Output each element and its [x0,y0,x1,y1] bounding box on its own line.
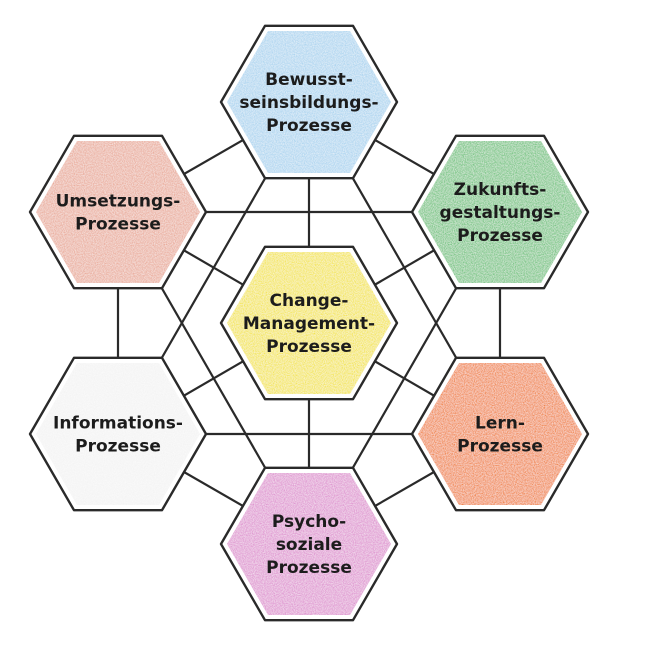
hexagon-change-fill [227,252,391,394]
hexagon-info-label-line: Informations- [53,414,183,434]
hexagon-psycho-outline [219,466,399,622]
hexagon-umsetz: Umsetzungs- Prozesse [28,134,208,290]
hexagon-bewusst-label-line: Prozesse [266,116,352,136]
hexagon-zukunft-label-line: gestaltungs- [440,203,561,223]
hexagon-psycho-fill [227,473,391,615]
hexagon-change-label-line: Management- [243,314,375,334]
hexagon-zukunft-label-line: Zukunfts- [454,180,547,200]
hexagon-change: Change- Management- Prozesse [219,245,399,401]
hexagon-lern-fill [418,363,582,505]
hexagon-umsetz-label-line: Umsetzungs- [56,192,181,212]
hexagon-zukunft-fill [418,141,582,283]
hexagon-info-fill [36,363,200,505]
hexagon-psycho-label-line: soziale [276,535,342,555]
hexagon-zukunft-outline [410,134,590,290]
hexagon-info-label-line: Prozesse [75,437,161,457]
hexagon-change-label-line: Prozesse [266,337,352,357]
hexagon-nodes: Change-Management-ProzesseBewusst-seinsb… [28,24,590,622]
hexagon-zukunft: Zukunfts-gestaltungs- Prozesse [410,134,590,290]
hexagon-bewusst-label-line: Bewusst- [265,70,353,90]
hexagon-zukunft-label-line: Prozesse [457,226,543,246]
hexagon-info: Informations- Prozesse [28,356,208,512]
hexagon-bewusst-label-line: seinsbildungs- [239,93,378,113]
hexagon-bewusst-outline [219,24,399,180]
hexagon-lern: Lern- Prozesse [410,356,590,512]
hexagon-umsetz-fill [36,141,200,283]
hexagon-info-outline [28,356,208,512]
hexagon-change-outline [219,245,399,401]
hexagon-lern-label-line: Lern- [475,414,525,434]
hexagon-umsetz-label-line: Prozesse [75,215,161,235]
hexagon-umsetz-outline [28,134,208,290]
hexagon-bewusst: Bewusst-seinsbildungs- Prozesse [219,24,399,180]
hexagon-change-label-line: Change- [270,291,349,311]
hexagon-psycho-label-line: Prozesse [266,558,352,578]
hexagon-lern-outline [410,356,590,512]
hexagon-psycho-label-line: Psycho- [272,512,346,532]
hexagon-lern-label-line: Prozesse [457,437,543,457]
hexagon-bewusst-fill [227,31,391,173]
